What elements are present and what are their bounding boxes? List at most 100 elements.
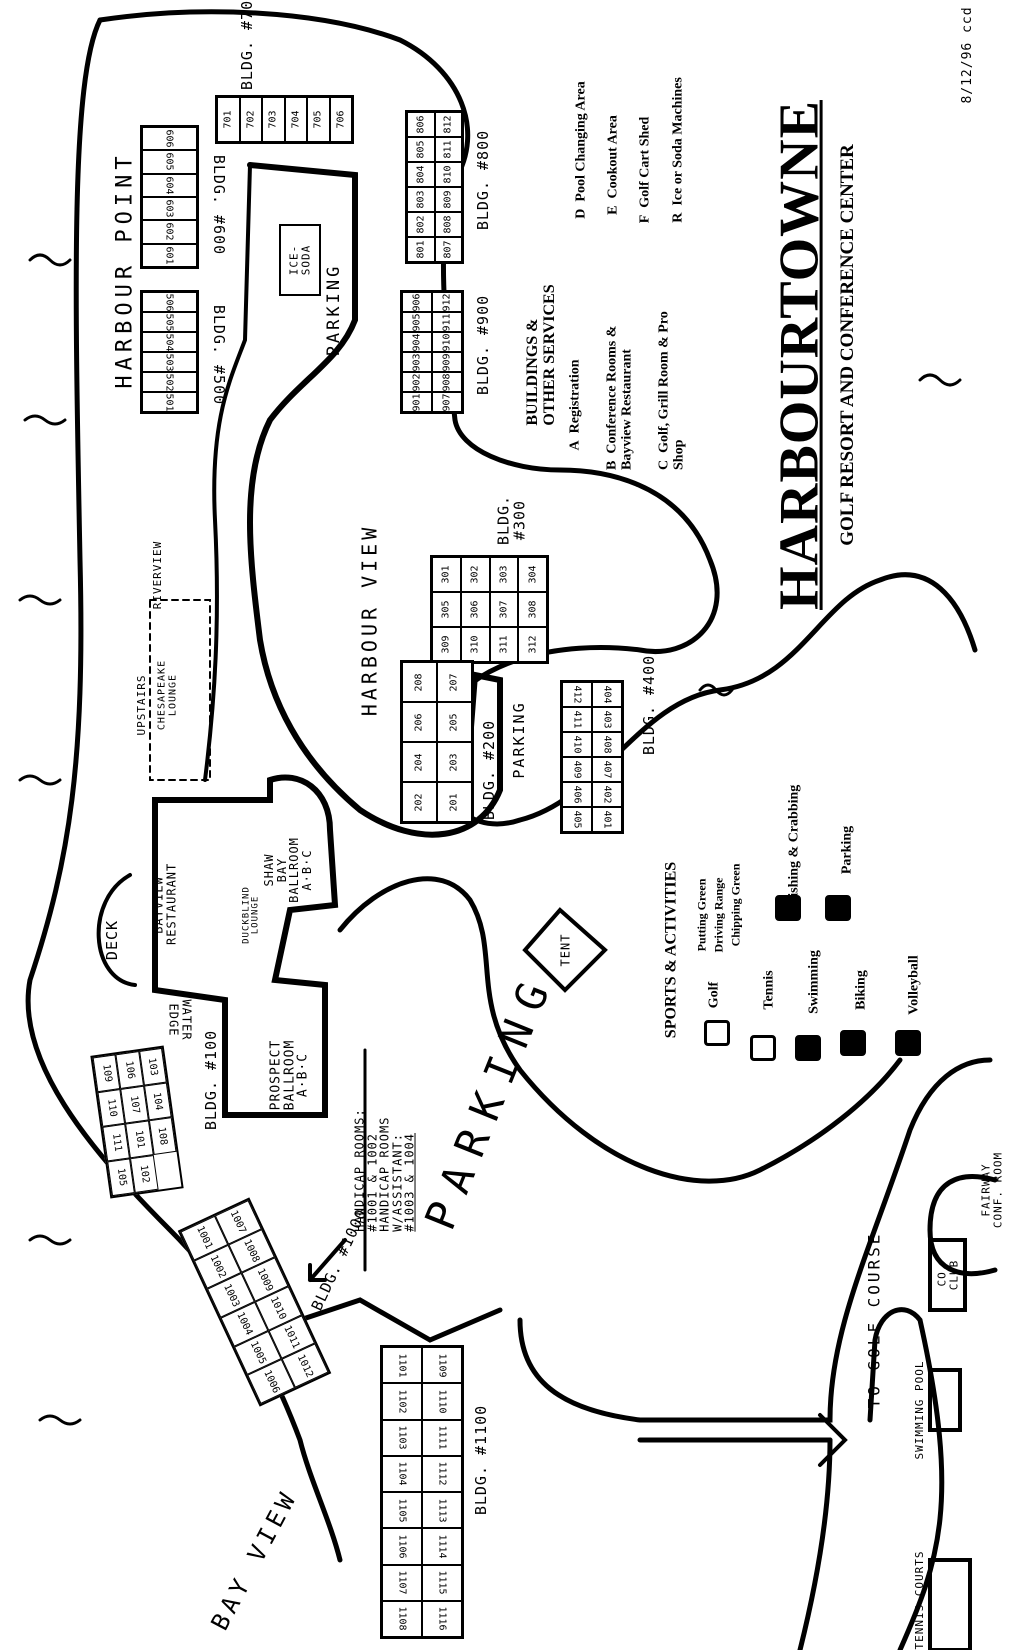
deck-label: DECK	[103, 919, 122, 961]
room-number: 311	[498, 635, 510, 654]
room-number: 704	[290, 110, 302, 129]
area-harbour-point: HARBOUR POINT	[112, 151, 138, 389]
room-cell: 605	[142, 150, 197, 174]
handicap-line: #1003 & 1004	[402, 1132, 417, 1232]
room-cell: 411	[562, 707, 592, 732]
service-item-e: E Cookout Area	[605, 115, 622, 215]
room-cell: 910	[432, 332, 462, 352]
room-cell: 406	[562, 782, 592, 807]
road-golf-outer	[517, 1057, 993, 1423]
room-number: 405	[571, 810, 583, 829]
room-cell: 911	[432, 312, 462, 332]
room-number: 411	[571, 710, 583, 729]
building-900-label: BLDG. #900	[474, 294, 493, 396]
room-cell: 402	[592, 782, 622, 807]
room-cell: 506	[142, 292, 197, 312]
room-cell: 409	[562, 757, 592, 782]
activity-tennis: Tennis	[761, 970, 777, 1010]
room-number: 1106	[396, 1534, 408, 1559]
road-main	[337, 876, 903, 1184]
room-number: 1010	[268, 1295, 289, 1322]
room-number: 105	[114, 1167, 128, 1187]
room-number: 410	[571, 735, 583, 754]
room-cell: 202	[402, 782, 437, 822]
room-cell: 805	[407, 137, 435, 162]
building-400-label: BLDG. #400	[640, 654, 659, 756]
room-cell: 606	[142, 127, 197, 151]
resort-subtitle: GOLF RESORT AND CONFERENCE CENTER	[837, 144, 859, 546]
water-edge-label: WATER EDGE	[167, 999, 194, 1041]
room-cell: 312	[518, 627, 547, 662]
room-number: 102	[137, 1164, 151, 1184]
building-500-label: BLDG. #500	[209, 304, 228, 406]
room-cell: 1110	[422, 1383, 462, 1420]
parking-icon	[825, 895, 851, 921]
room-number: 909	[441, 352, 453, 372]
room-number: 1002	[207, 1253, 228, 1281]
deck-arc	[96, 873, 137, 987]
room-number: 803	[415, 190, 427, 209]
room-number: 605	[164, 152, 175, 172]
room-cell: 108	[148, 1117, 177, 1156]
room-cell: 310	[460, 627, 490, 662]
bayview-restaurant-label: BAYVIEW RESTAURANT	[151, 862, 178, 945]
ice-soda-box	[279, 224, 321, 296]
room-number: 207	[449, 672, 460, 692]
room-number: 310	[469, 635, 481, 654]
room-number: 802	[415, 215, 427, 234]
room-cell: 1101	[382, 1347, 422, 1384]
room-number: 601	[164, 246, 175, 265]
room-cell: 812	[434, 112, 462, 137]
activity-golf-sub: Putting Green	[694, 878, 709, 952]
room-number: 106	[122, 1060, 137, 1080]
room-cell: 603	[142, 197, 197, 221]
room-cell: 902	[402, 372, 432, 392]
room-cell: 1105	[382, 1492, 422, 1529]
swimming-icon	[795, 1035, 821, 1061]
room-number: 110	[104, 1098, 119, 1118]
room-cell: 1102	[382, 1383, 422, 1420]
services-heading-line: OTHER SERVICES	[541, 284, 558, 426]
room-number: 905	[411, 312, 423, 332]
room-number: 407	[601, 760, 613, 779]
service-key: F	[637, 214, 653, 224]
activity-fishing: Fishing & Crabbing	[786, 784, 802, 906]
service-item-a: A Registration	[568, 359, 584, 450]
service-item-b: B Conference Rooms & Bayview Restaurant	[604, 300, 634, 470]
room-number: 1006	[260, 1368, 282, 1395]
room-cell: 102	[130, 1155, 159, 1193]
room-cell: 806	[407, 112, 435, 137]
shoreline-harbour	[97, 9, 978, 827]
room-cell: 206	[402, 702, 437, 742]
room-number: 206	[414, 712, 425, 732]
label-line: PROSPECT	[268, 1039, 284, 1111]
room-number: 202	[414, 792, 425, 812]
service-key: E	[605, 205, 621, 215]
room-number: 810	[442, 165, 454, 184]
room-cell: 1108	[382, 1600, 422, 1637]
upstairs-label: UPSTAIRS	[135, 674, 149, 736]
room-number: 103	[146, 1057, 160, 1077]
room-cell: 1116	[422, 1600, 462, 1637]
room-number: 603	[164, 199, 175, 218]
room-number: 503	[164, 352, 175, 372]
room-cell: 302	[460, 557, 490, 592]
tennis-courts-label: TENNIS COURTS	[913, 1550, 927, 1650]
room-number: 911	[441, 312, 453, 332]
activity-golf: Golf	[706, 981, 722, 1009]
biking-icon	[840, 1030, 866, 1056]
label-line: BALLROOM	[282, 1039, 298, 1111]
room-cell: 305	[432, 592, 461, 627]
room-cell: 208	[402, 662, 437, 702]
activity-parking: Parking	[839, 825, 855, 875]
room-cell: 412	[562, 682, 592, 707]
room-number: 1111	[436, 1425, 448, 1450]
room-number: 1103	[396, 1425, 408, 1450]
room-number: 101	[132, 1129, 147, 1150]
golf-icon	[704, 1020, 730, 1046]
